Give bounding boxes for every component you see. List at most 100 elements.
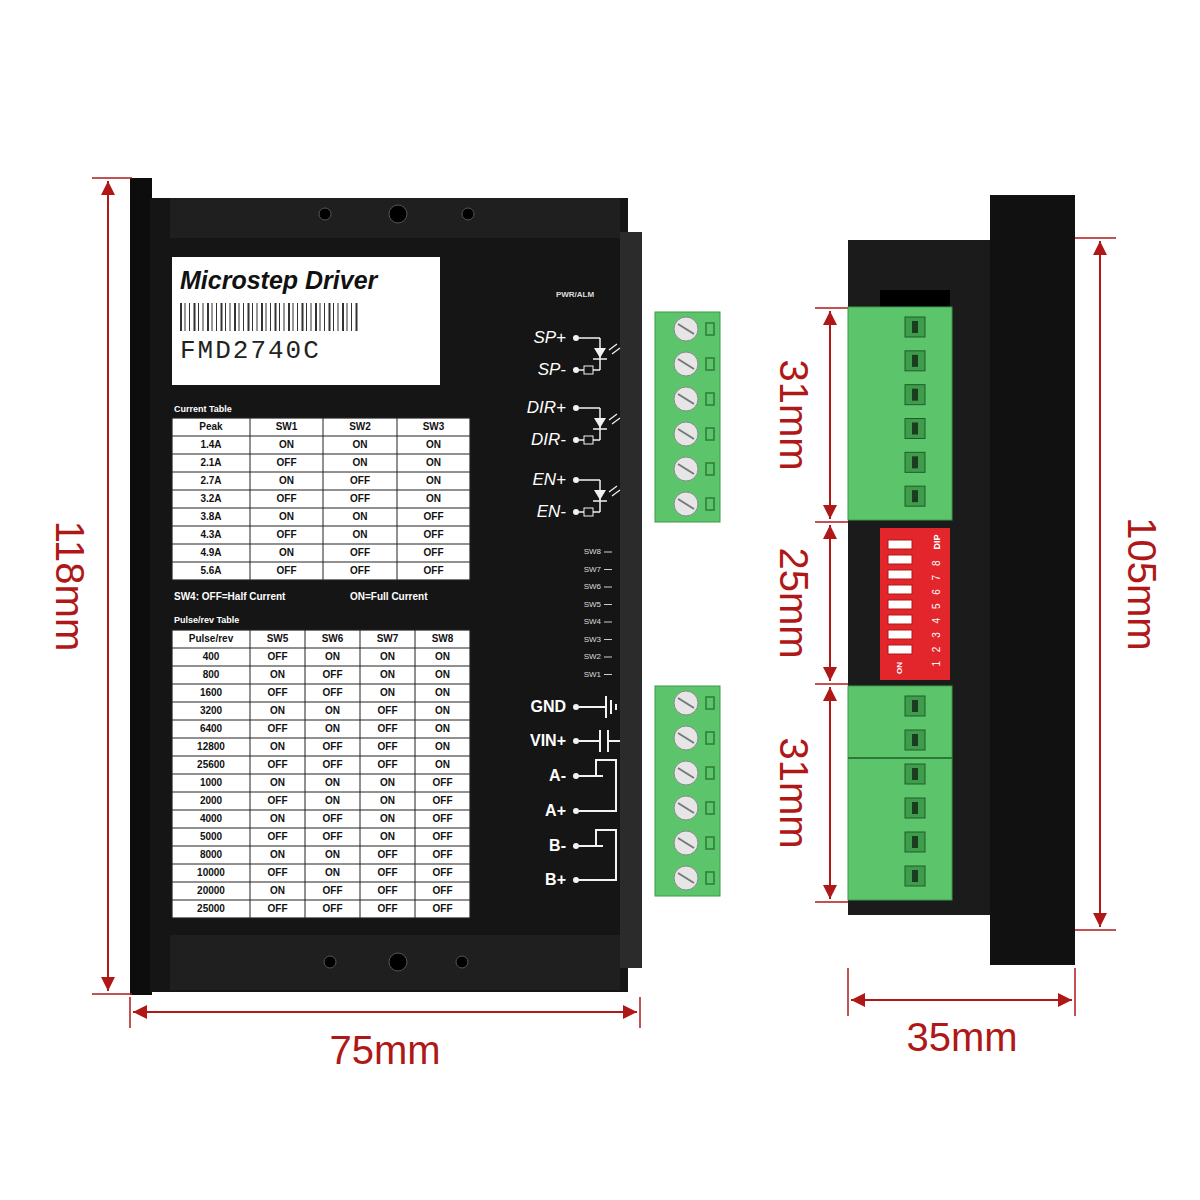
table-cell: SW5: [250, 630, 305, 648]
coil-symbol: [579, 830, 616, 880]
table-cell: ON: [305, 720, 360, 738]
barcode-bar: [189, 303, 190, 331]
table-rule: [172, 720, 470, 721]
dimension-line: [133, 1011, 637, 1013]
mounting-hole: [319, 208, 331, 220]
dip-toggle: [888, 600, 912, 609]
switch-name: SW5: [540, 598, 601, 612]
mounting-hole: [462, 208, 474, 220]
screw-slot: [678, 394, 694, 404]
table-cell: OFF: [360, 702, 415, 720]
table-cell: ON: [360, 648, 415, 666]
dimension-label: 25mm: [774, 547, 814, 658]
terminal-opening: [706, 767, 714, 779]
table-cell: ON: [360, 666, 415, 684]
terminal-screw: [674, 831, 698, 855]
table-cell: ON: [415, 720, 470, 738]
screw-slot: [678, 698, 694, 708]
table-cell: 8000: [172, 846, 250, 864]
dimension-label: 75mm: [329, 1030, 440, 1070]
table-cell: OFF: [415, 864, 470, 882]
table-cell: OFF: [305, 666, 360, 684]
table-cell: OFF: [360, 882, 415, 900]
table-cell: 5000: [172, 828, 250, 846]
table-cell: OFF: [305, 738, 360, 756]
led-symbol: [593, 500, 607, 502]
led-symbol: [594, 348, 606, 358]
terminal-dot: [573, 405, 579, 411]
dimension-line: [829, 311, 831, 519]
terminal-slot-hole: [912, 700, 918, 712]
terminal-slot-hole: [912, 423, 918, 435]
table-cell: OFF: [360, 864, 415, 882]
signal-name: DIR-: [456, 428, 566, 452]
switch-name: SW6: [540, 580, 601, 594]
dimension-tick: [92, 993, 132, 995]
table-cell: ON: [397, 472, 470, 490]
table-rule: [172, 490, 470, 491]
terminal-slot-hole: [912, 355, 918, 367]
barcode-bar: [356, 303, 358, 331]
table-cell: 2000: [172, 792, 250, 810]
table-rule: [172, 702, 470, 703]
led-ray: [609, 344, 620, 354]
terminal-screw: [674, 492, 698, 516]
signal-name: SP-: [456, 358, 566, 382]
switch-mark: [604, 604, 612, 605]
dimension-label: 31mm: [774, 737, 814, 848]
table-cell: Pulse/rev: [172, 630, 250, 648]
dip-toggle: [888, 570, 912, 579]
led-symbol: [593, 428, 607, 430]
barcode-bar: [239, 303, 240, 331]
table-cell: OFF: [415, 810, 470, 828]
dimension-tick: [847, 968, 849, 1016]
block-split: [848, 757, 952, 759]
switch-name: SW7: [540, 563, 601, 577]
table-rule: [172, 666, 470, 667]
table-cell: 25000: [172, 900, 250, 918]
table-cell: 5.6A: [172, 562, 250, 580]
dimension-tick: [815, 521, 848, 523]
table-cell: OFF: [250, 900, 305, 918]
switch-mark: [604, 674, 612, 675]
terminal-slot: [905, 798, 925, 818]
table-cell: OFF: [360, 720, 415, 738]
dimension-tick: [815, 683, 848, 685]
screw-slot: [678, 838, 694, 848]
table-rule: [250, 418, 251, 580]
barcode-bar: [293, 303, 294, 331]
barcode-bar: [288, 303, 290, 331]
table-rule: [172, 828, 470, 829]
dip-toggle: [888, 540, 912, 549]
barcode-bar: [198, 303, 199, 331]
table-rule: [172, 562, 470, 563]
terminal-opening: [706, 872, 714, 884]
barcode-bar: [243, 303, 244, 331]
table-cell: OFF: [250, 756, 305, 774]
table-rule: [172, 756, 470, 757]
barcode-bar: [347, 303, 348, 331]
terminal-opening: [706, 732, 714, 744]
table-rule: [172, 882, 470, 883]
led-symbol: [593, 358, 607, 360]
table-rule: [172, 864, 470, 865]
screw-slot: [678, 359, 694, 369]
table-cell: OFF: [397, 508, 470, 526]
table-rule: [172, 436, 470, 437]
resistor-symbol: [584, 508, 593, 516]
led-symbol: [594, 418, 606, 428]
table-cell: OFF: [415, 900, 470, 918]
table-cell: 3.2A: [172, 490, 250, 508]
barcode-bar: [279, 303, 280, 331]
terminal-dot: [573, 704, 579, 710]
dimension-tick: [815, 307, 848, 309]
dimension-tick: [92, 177, 132, 179]
terminal-dot: [573, 843, 579, 849]
pin-name: GND: [456, 695, 566, 719]
switch-name: SW1: [540, 668, 601, 682]
product-sticker: Microstep DriverFMD2740C: [172, 257, 440, 385]
barcode-bar: [333, 303, 334, 331]
screw-slot: [678, 873, 694, 883]
terminal-screw: [674, 317, 698, 341]
terminal-screw: [674, 352, 698, 376]
